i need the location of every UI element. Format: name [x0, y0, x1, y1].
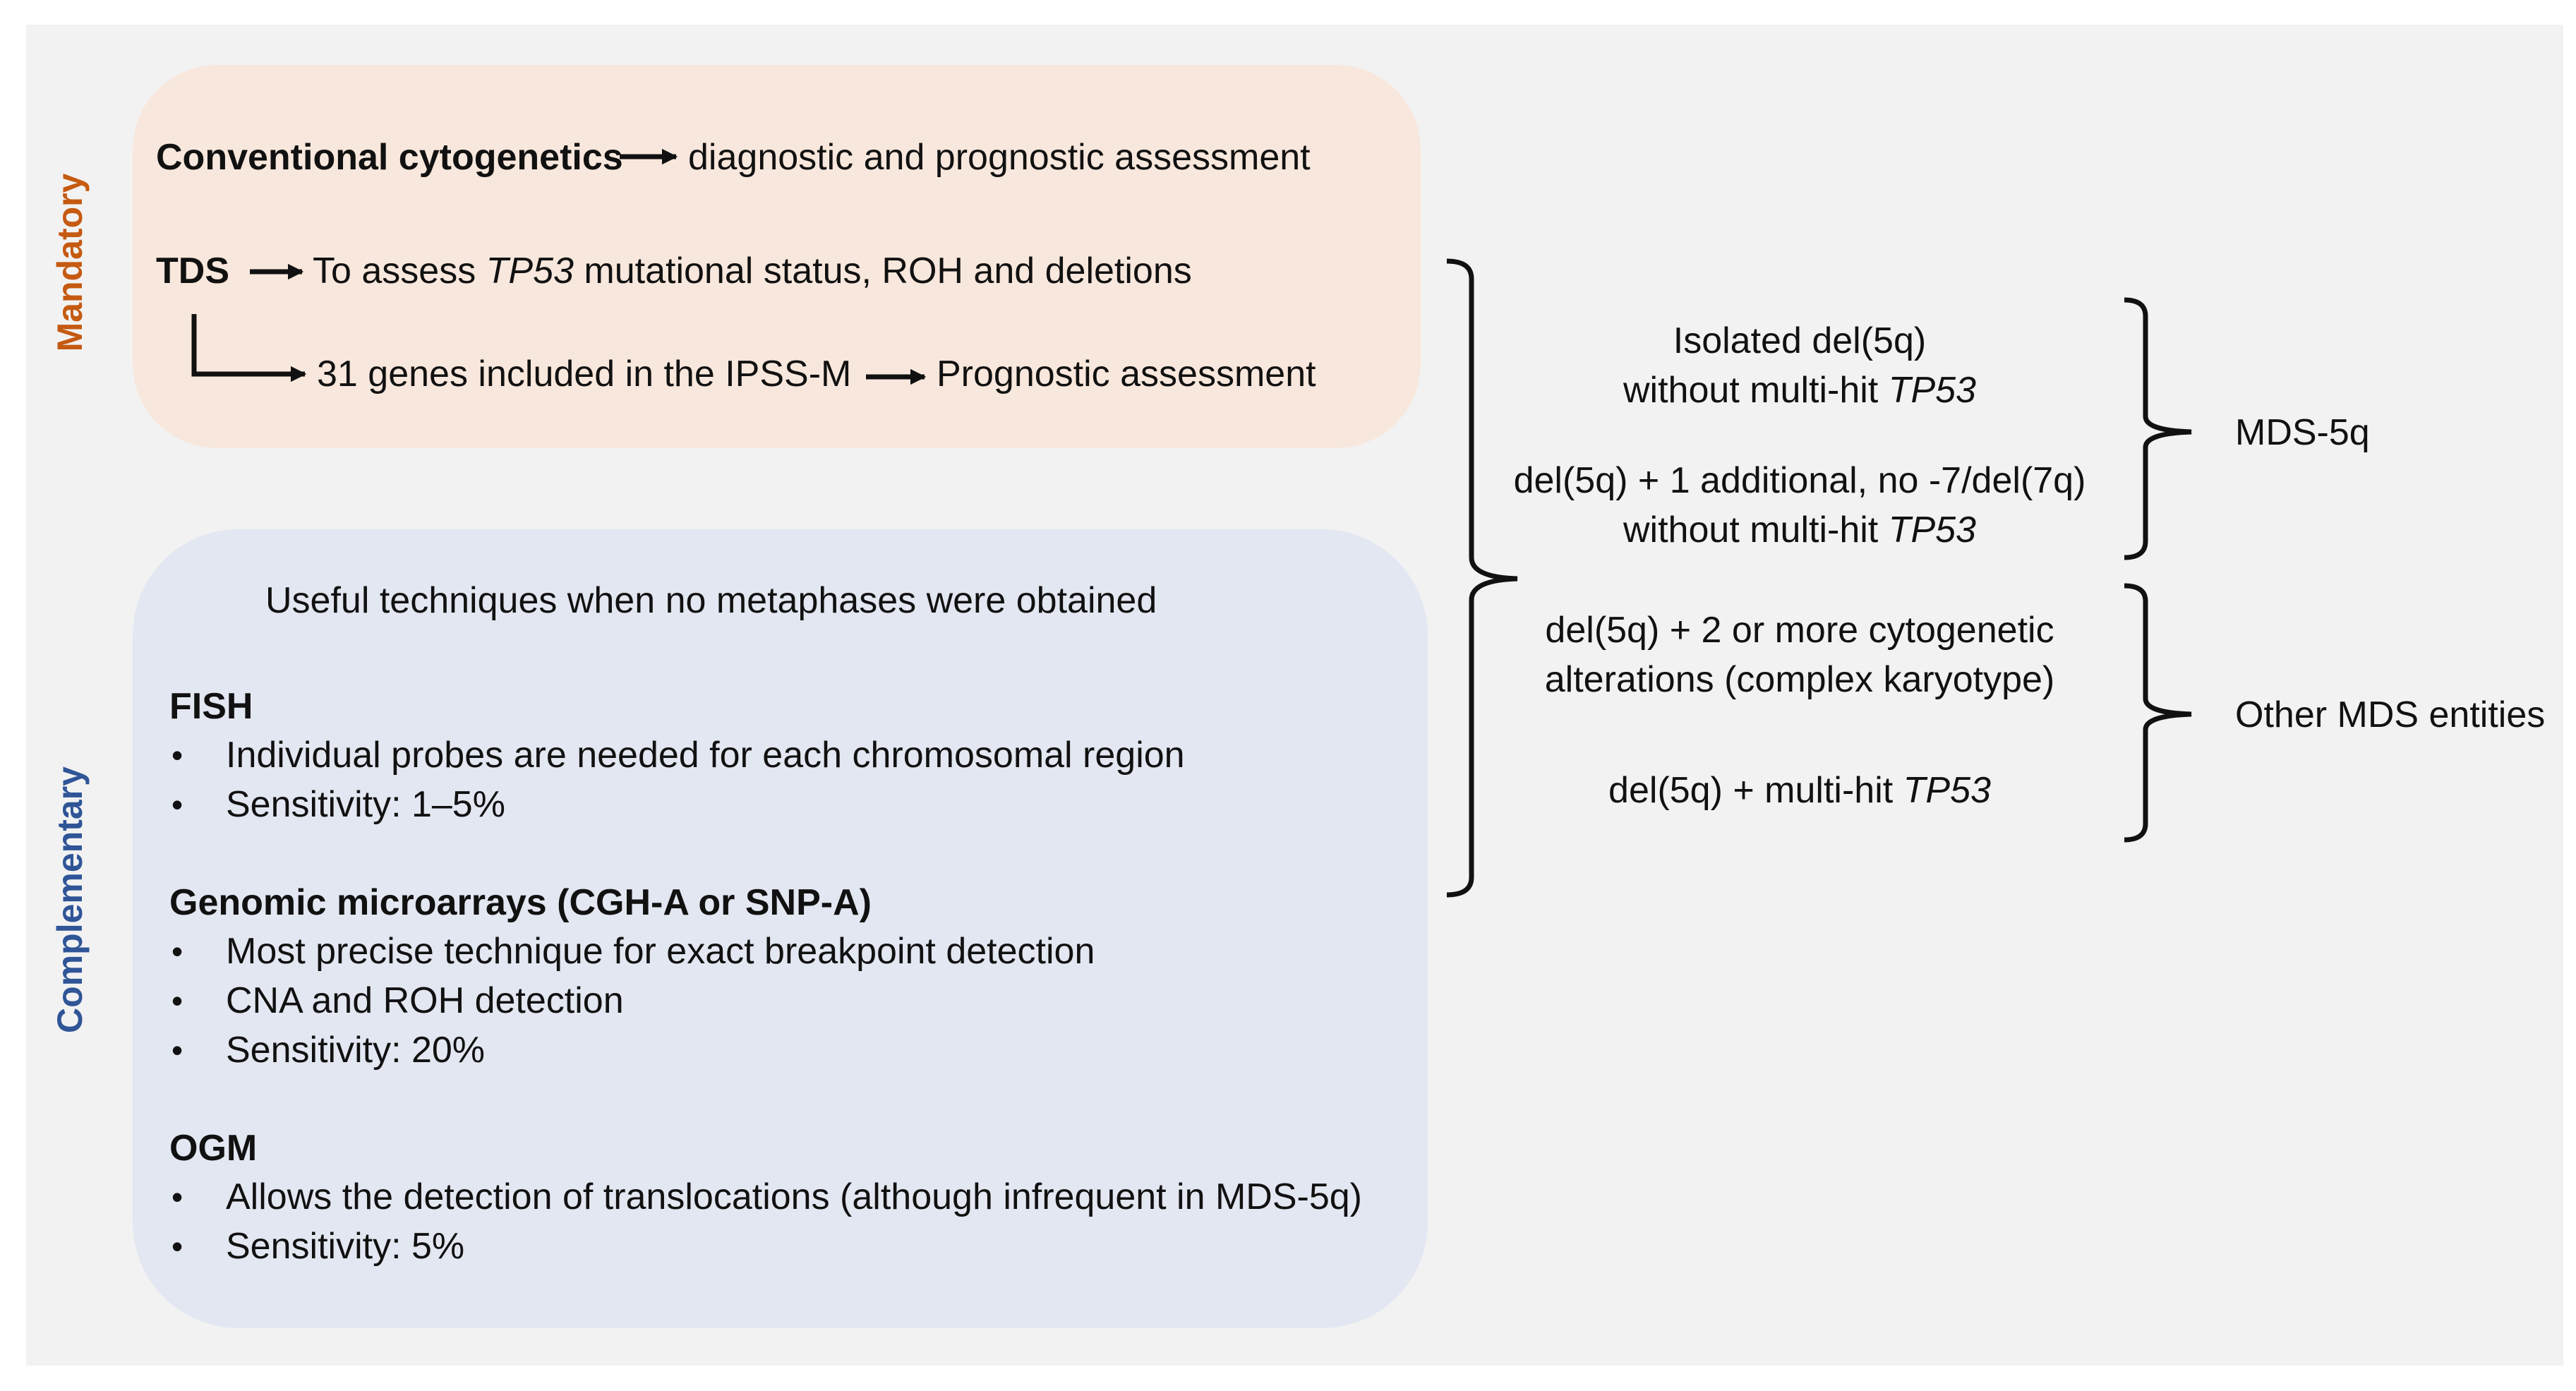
other-mds-brace [2124, 583, 2192, 843]
bullet-marker: • [171, 933, 183, 970]
class-item-del5q-one-additional: del(5q) + 1 additional, no -7/del(7q) wi… [1513, 460, 2086, 550]
fish-bullet-2: Sensitivity: 1–5% [226, 784, 505, 825]
main-brace [1446, 258, 1518, 898]
bullet-marker: • [171, 737, 183, 773]
arrow-tds-to-ipss [191, 314, 307, 383]
bullet-marker: • [171, 1228, 183, 1265]
class-item-isolated-del5q: Isolated del(5q) without multi-hit TP53 [1623, 320, 1976, 411]
ogm-bullet-1: Allows the detection of translocations (… [226, 1176, 1362, 1217]
conventional-cytogenetics-purpose: diagnostic and prognostic assessment [688, 137, 1311, 178]
bullet-marker: • [171, 1032, 183, 1068]
tds-purpose: To assess TP53 mutational status, ROH an… [313, 251, 1192, 291]
class-item-multi-hit-tp53: del(5q) + multi-hit TP53 [1608, 770, 1991, 811]
fish-heading: FISH [169, 686, 253, 727]
complementary-panel [133, 529, 1428, 1328]
mds-5q-label: MDS-5q [2235, 412, 2370, 453]
microarrays-bullet-1: Most precise technique for exact breakpo… [226, 931, 1095, 972]
mds-5q-brace [2124, 297, 2192, 560]
prognostic-assessment-label: Prognostic assessment [937, 354, 1316, 395]
ogm-heading: OGM [169, 1128, 258, 1169]
bullet-marker: • [171, 1179, 183, 1215]
microarrays-bullet-3: Sensitivity: 20% [226, 1030, 486, 1071]
bullet-marker: • [171, 786, 183, 823]
bullet-marker: • [171, 982, 183, 1019]
microarrays-heading: Genomic microarrays (CGH-A or SNP-A) [169, 882, 872, 923]
complementary-intro: Useful techniques when no metaphases wer… [265, 580, 1157, 621]
tds-label: TDS [156, 251, 229, 291]
other-mds-entities-label: Other MDS entities [2235, 694, 2546, 735]
ipss-genes-label: 31 genes included in the IPSS-M [317, 354, 852, 395]
conventional-cytogenetics-label: Conventional cytogenetics [156, 137, 623, 178]
fish-bullet-1: Individual probes are needed for each ch… [226, 735, 1185, 776]
class-item-complex-karyotype: del(5q) + 2 or more cytogenetic alterati… [1544, 610, 2055, 700]
microarrays-bullet-2: CNA and ROH detection [226, 980, 624, 1021]
mandatory-panel [133, 65, 1421, 448]
ogm-bullet-2: Sensitivity: 5% [226, 1226, 465, 1267]
